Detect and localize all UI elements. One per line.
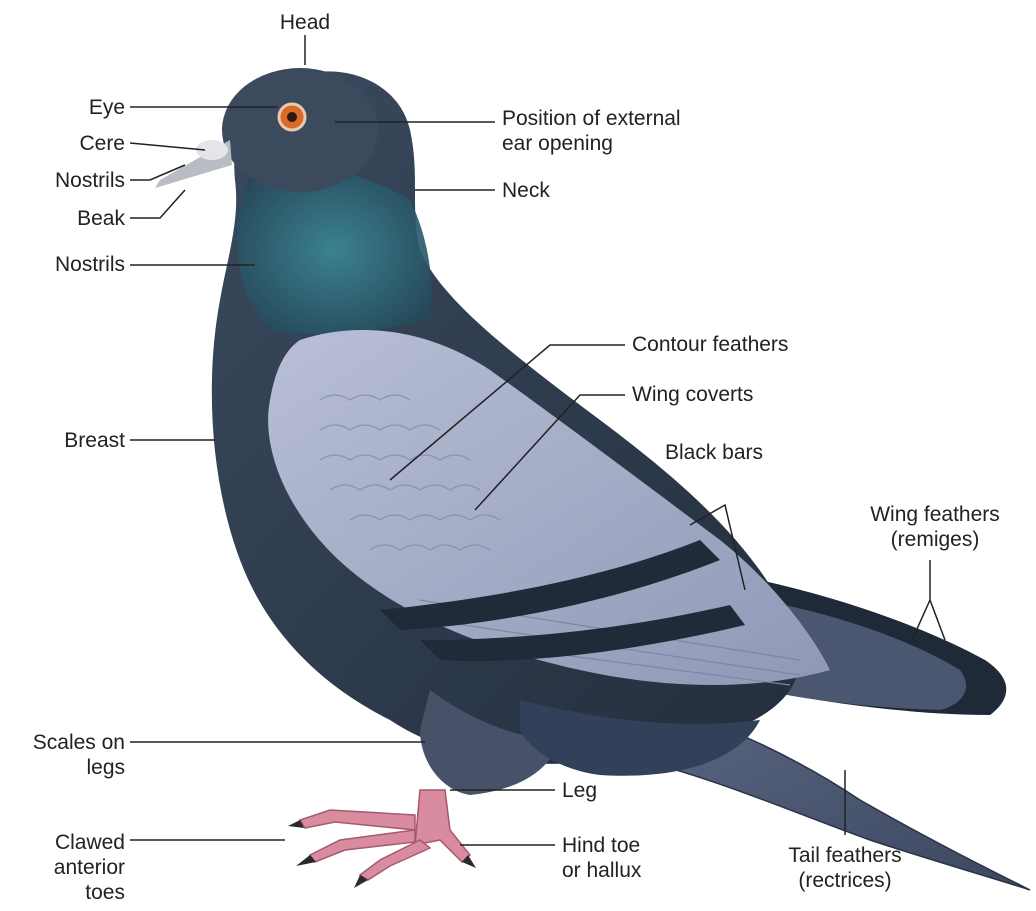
label-nostrils-top: Nostrils — [20, 168, 125, 193]
label-scales-line2: legs — [5, 755, 125, 780]
label-wing-coverts: Wing coverts — [632, 382, 753, 407]
label-cere: Cere — [20, 131, 125, 156]
label-eye: Eye — [20, 95, 125, 120]
pigeon-head — [222, 68, 378, 192]
label-nostrils-lower: Nostrils — [20, 252, 125, 277]
label-clawed-line3: toes — [5, 880, 125, 905]
label-ear-line2: ear opening — [502, 131, 681, 156]
label-wing-feathers-line1: Wing feathers — [840, 502, 1030, 527]
label-neck: Neck — [502, 178, 550, 203]
label-ear-line1: Position of external — [502, 106, 681, 131]
label-ear-opening: Position of external ear opening — [502, 106, 681, 156]
label-tail-line2: (rectrices) — [760, 868, 930, 893]
feet — [300, 790, 470, 880]
label-scales-line1: Scales on — [5, 730, 125, 755]
label-hind-line1: Hind toe — [562, 833, 641, 858]
label-breast: Breast — [20, 428, 125, 453]
label-tail-line1: Tail feathers — [760, 843, 930, 868]
label-black-bars: Black bars — [665, 440, 763, 465]
label-beak: Beak — [20, 206, 125, 231]
label-hind-toe: Hind toe or hallux — [562, 833, 641, 883]
label-wing-feathers: Wing feathers (remiges) — [840, 502, 1030, 552]
label-leg: Leg — [562, 778, 597, 803]
label-wing-feathers-line2: (remiges) — [840, 527, 1030, 552]
label-head: Head — [270, 10, 340, 35]
label-clawed-toes: Clawed anterior toes — [5, 830, 125, 905]
label-scales-on-legs: Scales on legs — [5, 730, 125, 780]
label-hind-line2: or hallux — [562, 858, 641, 883]
label-clawed-line2: anterior — [5, 855, 125, 880]
label-contour-feathers: Contour feathers — [632, 332, 788, 357]
label-tail-feathers: Tail feathers (rectrices) — [760, 843, 930, 893]
label-clawed-line1: Clawed — [5, 830, 125, 855]
